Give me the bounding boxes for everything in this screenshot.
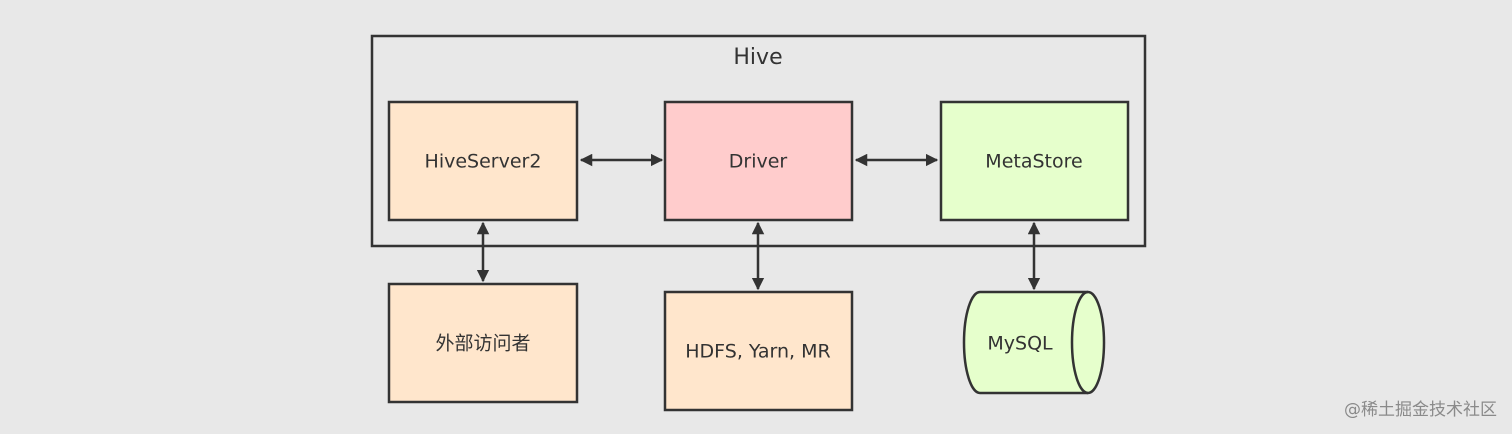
- node-external-visitor-label: 外部访问者: [435, 333, 530, 355]
- node-metastore: MetaStore: [939, 100, 1130, 222]
- node-hdfs-yarn-mr: HDFS, Yarn, MR: [663, 290, 854, 412]
- node-metastore-box: [939, 100, 1130, 222]
- node-driver: Driver: [663, 100, 854, 222]
- node-hdfs-yarn-mr-box: [663, 290, 854, 412]
- node-driver-box: [663, 100, 854, 222]
- node-hiveserver2-box: [387, 100, 579, 222]
- edges: [476, 153, 1041, 291]
- hive-container-title: Hive: [733, 45, 782, 70]
- node-hiveserver2-label: HiveServer2: [425, 151, 542, 173]
- node-external-visitor-box: [387, 282, 579, 404]
- node-hiveserver2: HiveServer2: [387, 100, 579, 222]
- watermark-text: @稀土掘金技术社区: [1344, 400, 1497, 420]
- node-driver-label: Driver: [729, 151, 788, 173]
- node-metastore-label: MetaStore: [985, 151, 1082, 173]
- node-mysql-label: MySQL: [987, 333, 1053, 355]
- node-mysql: MySQL: [962, 290, 1106, 395]
- node-mysql-cylinder-rim: [1070, 290, 1089, 395]
- node-external-visitor: 外部访问者: [387, 282, 579, 404]
- node-hdfs-yarn-mr-label: HDFS, Yarn, MR: [685, 341, 830, 363]
